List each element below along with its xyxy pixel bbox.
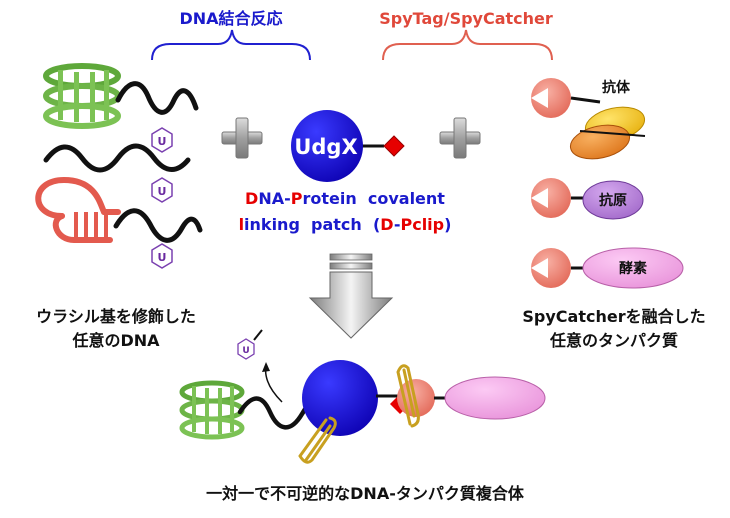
protein-caption-line-2: 任意のタンパク質 [549,331,678,350]
patch-text-run: - [394,215,401,234]
spytag-icon [383,135,405,157]
paperclip-icon [396,364,420,428]
paperclip-icon [298,416,337,464]
antigen-fusion: 抗原 [531,178,644,220]
hairpin-icon [35,176,121,243]
release-arrow-icon [264,365,283,403]
antibody-fusion: 抗体 [531,78,646,160]
patch-text-run: NA- [258,189,290,208]
right-bracket-label: SpyTag/SpyCatcher [379,9,553,28]
aptamer-icon [43,63,121,129]
uracil-marker-2: U [151,177,173,203]
patch-line-1: DNA-Protein covalent [245,189,445,208]
uracil-marker-3: U [151,243,173,269]
uracil-label: U [242,346,249,356]
patch-text-run: l [239,215,244,234]
plus-icon [221,117,263,159]
dna-caption-line-2: 任意のDNA [71,331,160,350]
right-bracket [382,29,553,61]
result-caption: 一対一で不可逆的なDNA-タンパク質複合体 [206,484,525,503]
uracil-label: U [158,185,167,198]
udgx-protein: UdgX [291,110,405,182]
reaction-arrow-icon [308,253,394,339]
antibody-label: 抗体 [602,79,631,96]
protein-caption-line-1: SpyCatcherを融合した [522,307,705,326]
hairpin-dna [35,176,203,243]
left-bracket-label: DNA結合反応 [179,9,282,28]
uracil-marker-1: U [151,127,173,153]
udgx-label: UdgX [294,135,357,159]
uracil-label: U [158,135,167,148]
plus-icon [439,117,481,159]
dna-protein-complex [179,360,546,464]
antigen-label: 抗原 [599,192,627,209]
patch-text-run: P [291,189,303,208]
patch-text-run: inking patch ( [244,215,380,234]
patch-text-run: Pclip [400,215,444,234]
plain-dna-strand [43,143,191,173]
patch-text-run: rotein covalent [302,189,445,208]
patch-text-run: ) [444,215,451,234]
left-bracket [151,29,311,61]
patch-text-run: D [245,189,258,208]
uracil-label: U [158,251,167,264]
enzyme-fusion: 酵素 [531,247,684,289]
patch-text-run: D [380,215,394,234]
aptamer-dna [43,63,199,129]
enzyme-label: 酵素 [619,260,647,277]
aptamer-icon [179,380,245,440]
dna-caption-line-1: ウラシル基を修飾した [36,307,196,326]
released-uracil: U [237,329,263,360]
patch-line-2: linking patch (D-Pclip) [239,215,452,234]
